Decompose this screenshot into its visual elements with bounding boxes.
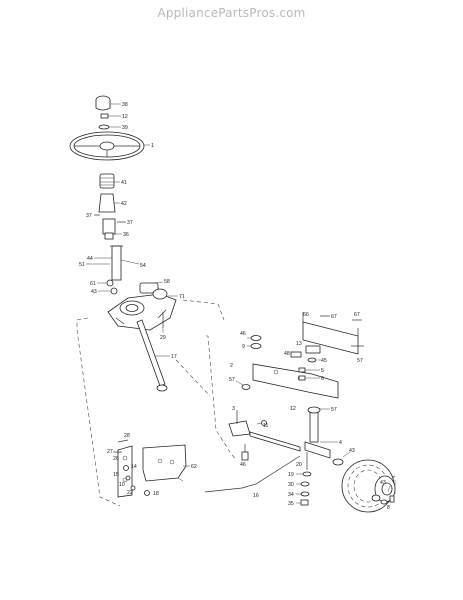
group-outline-link	[175, 359, 211, 397]
callout-57-right: 57	[357, 358, 363, 364]
callout-51: 51	[79, 262, 85, 268]
watermark: AppliancePartsPros.com	[157, 6, 306, 20]
spacer-46	[250, 335, 262, 341]
front-axle	[252, 363, 339, 399]
callout-36: 36	[123, 232, 129, 238]
group-outline-left	[76, 317, 121, 507]
callout-67-right: 67	[354, 312, 360, 318]
bushing-41	[99, 173, 115, 189]
callout-12: 12	[122, 114, 128, 120]
callout-11: 11	[263, 423, 268, 429]
callout-3: 3	[232, 406, 235, 412]
callout-61: 61	[90, 281, 96, 287]
callout-37-left: 37	[86, 213, 92, 219]
callout-12-right: 12	[290, 406, 296, 412]
callout-39: 39	[122, 125, 128, 131]
callout-54: 54	[140, 263, 146, 269]
callout-44: 44	[87, 256, 93, 262]
callout-10: 10	[119, 482, 125, 488]
callout-37-right: 37	[127, 220, 133, 226]
steering-gear-housing	[107, 282, 177, 331]
washer-45	[307, 357, 317, 363]
callout-42: 42	[121, 201, 127, 207]
callout-38: 38	[122, 102, 128, 108]
nut-43	[110, 287, 118, 295]
callout-46-bottom: 46	[240, 462, 246, 468]
callout-15: 15	[113, 472, 119, 478]
callout-41: 41	[121, 180, 127, 186]
callout-26: 26	[113, 456, 119, 462]
steering-wheel	[69, 131, 145, 161]
callout-2: 2	[230, 363, 233, 369]
callout-43-hub: 43	[380, 480, 386, 486]
callout-6: 6	[321, 376, 324, 382]
steering-shaft	[110, 245, 123, 281]
callout-19: 19	[288, 472, 294, 478]
pin-61	[106, 279, 114, 287]
callout-1: 1	[151, 143, 154, 149]
callout-34: 34	[288, 492, 294, 498]
callout-67-left: 67	[331, 314, 337, 320]
callout-62: 62	[191, 464, 197, 470]
callout-8: 8	[387, 505, 390, 511]
mounting-plate	[142, 444, 187, 482]
callout-57-left: 57	[229, 377, 235, 383]
callout-7: 7	[392, 476, 395, 482]
steering-cap	[95, 95, 111, 111]
group-outline-top	[182, 299, 225, 321]
callout-29: 29	[160, 335, 166, 341]
callout-66: 66	[303, 312, 309, 318]
tube-42	[98, 193, 116, 213]
callout-22: 22	[127, 490, 133, 496]
front-tire	[341, 459, 396, 513]
bushing-48	[290, 351, 302, 358]
callout-18: 18	[153, 491, 159, 497]
callout-45: 45	[321, 358, 327, 364]
callout-43-spindle: 43	[349, 448, 355, 454]
bracket-left	[117, 445, 133, 498]
drag-link-17	[136, 319, 168, 392]
drag-arm-16	[204, 455, 301, 493]
adapter-36	[102, 218, 116, 240]
callout-13: 13	[296, 341, 302, 347]
callout-71: 71	[179, 294, 185, 300]
callout-9: 9	[242, 344, 245, 350]
callout-46-top: 46	[240, 331, 246, 337]
tie-rod	[249, 420, 301, 452]
callout-17: 17	[171, 354, 177, 360]
callout-43: 43	[91, 289, 97, 295]
callout-28: 28	[124, 433, 130, 439]
callout-35: 35	[288, 501, 294, 507]
callout-16: 16	[253, 493, 259, 499]
spindle-right	[304, 406, 331, 459]
pivot-13	[305, 345, 321, 354]
callout-48: 48	[284, 351, 290, 357]
axle-support-bracket	[302, 312, 359, 355]
spindle-left	[228, 410, 251, 437]
callout-20: 20	[296, 462, 302, 468]
callout-57-spindle: 57	[331, 407, 337, 413]
nut-12	[100, 113, 109, 119]
callout-58: 58	[164, 279, 170, 285]
group-outline-middle	[206, 335, 237, 461]
callout-14: 14	[131, 464, 137, 470]
callout-5: 5	[321, 368, 324, 374]
callout-4: 4	[339, 440, 342, 446]
washer-9	[250, 343, 262, 349]
callout-30: 30	[288, 482, 294, 488]
washer-39	[98, 124, 110, 130]
callout-27: 27	[107, 449, 113, 455]
